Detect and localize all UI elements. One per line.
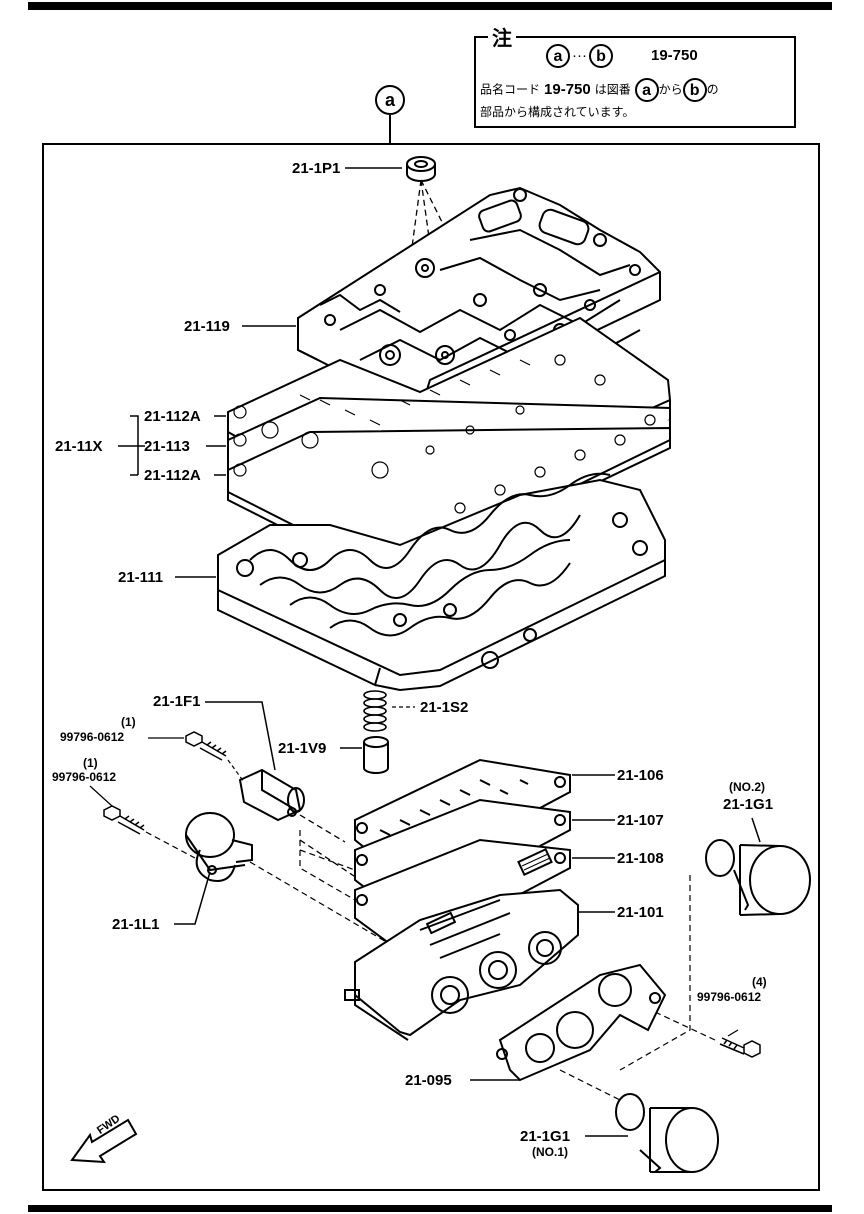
solenoid-21-1g1-no2 bbox=[705, 839, 811, 916]
note-mid: は図番 bbox=[594, 82, 631, 97]
fwd-arrow-icon bbox=[70, 1118, 138, 1164]
label-21-1v9: 21-1V9 bbox=[278, 740, 327, 757]
label-21-101: 21-101 bbox=[617, 904, 664, 921]
note-title: 注 bbox=[488, 22, 516, 51]
label-bolt2-qty: (1) bbox=[83, 756, 98, 770]
main-valve-body-21-111 bbox=[217, 472, 666, 692]
label-21-112a-bottom: 21-112A bbox=[144, 467, 201, 484]
spring-21-1s2 bbox=[363, 690, 387, 732]
label-21-111: 21-111 bbox=[118, 569, 164, 586]
label-21-095: 21-095 bbox=[405, 1072, 452, 1089]
marker-b-inline: b bbox=[682, 78, 707, 102]
label-bolt3-code: 99796-0612 bbox=[697, 990, 762, 1004]
note-prefix: 品名コード bbox=[480, 82, 541, 97]
bolt-2 bbox=[103, 805, 145, 835]
label-bolt1-qty: (1) bbox=[121, 715, 136, 729]
solenoid-21-1l1 bbox=[185, 812, 253, 882]
lower-valve-body-21-101 bbox=[344, 888, 579, 1041]
valve-21-1v9 bbox=[363, 736, 389, 774]
range-separator: ··· bbox=[572, 46, 587, 64]
note-suffix: の bbox=[706, 82, 719, 97]
bolt-3 bbox=[719, 1037, 761, 1058]
solenoid-21-1f1 bbox=[238, 768, 305, 822]
label-21-1p1: 21-1P1 bbox=[292, 160, 341, 177]
label-bolt3-qty: (4) bbox=[752, 975, 767, 989]
label-bolt1-code: 99796-0612 bbox=[60, 730, 125, 744]
top-rule bbox=[28, 2, 832, 10]
solenoid-21-1g1-no1 bbox=[615, 1093, 719, 1173]
label-21-1f1: 21-1F1 bbox=[153, 693, 201, 710]
note-line2-code: 19-750 bbox=[544, 80, 591, 98]
cap-21-1p1 bbox=[406, 156, 436, 182]
label-21-113: 21-113 bbox=[144, 438, 190, 455]
marker-b: b bbox=[589, 44, 613, 68]
label-21-107: 21-107 bbox=[617, 812, 664, 829]
note-text-line3: 部品から構成されています。 bbox=[480, 105, 635, 119]
marker-a-inline: a bbox=[634, 78, 659, 102]
label-21-11x: 21-11X bbox=[55, 438, 103, 455]
label-21-106: 21-106 bbox=[617, 767, 664, 784]
note-code: 19-750 bbox=[651, 46, 698, 64]
label-no2: (NO.2) bbox=[729, 780, 765, 794]
note-range-line: a···b 19-750 bbox=[546, 44, 698, 68]
label-21-1l1: 21-1L1 bbox=[112, 916, 160, 933]
note-from: から bbox=[658, 82, 683, 97]
marker-a: a bbox=[546, 44, 570, 68]
callout-marker-a: a bbox=[375, 85, 405, 115]
label-no1: (NO.1) bbox=[532, 1145, 568, 1159]
note-box bbox=[474, 36, 796, 128]
label-21-1s2: 21-1S2 bbox=[420, 699, 469, 716]
bottom-rule bbox=[28, 1205, 832, 1212]
label-21-1g1-top: 21-1G1 bbox=[723, 796, 774, 813]
label-21-112a-top: 21-112A bbox=[144, 408, 201, 425]
bolt-1 bbox=[185, 731, 227, 761]
gasket-21-095 bbox=[496, 963, 667, 1082]
label-bolt2-code: 99796-0612 bbox=[52, 770, 117, 784]
upper-valve-body-21-119 bbox=[297, 186, 661, 414]
label-21-108: 21-108 bbox=[617, 850, 664, 867]
diagram-frame bbox=[42, 143, 820, 1191]
label-21-119: 21-119 bbox=[184, 318, 230, 335]
label-21-1g1-bottom: 21-1G1 bbox=[520, 1128, 571, 1145]
